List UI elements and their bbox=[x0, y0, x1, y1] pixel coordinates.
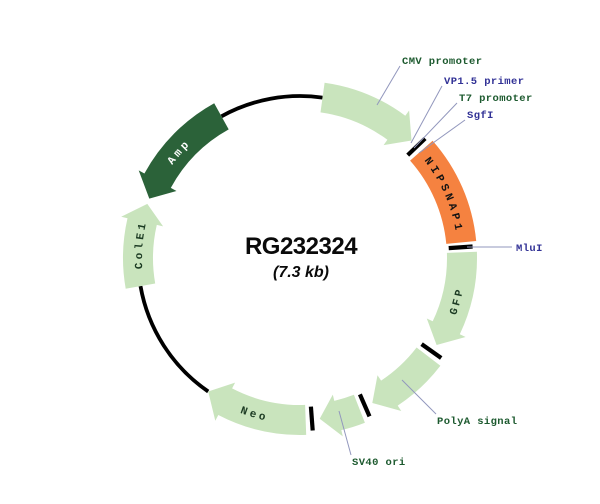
leader-line-t7-promoter bbox=[413, 102, 458, 149]
feature-arc-gfp bbox=[426, 251, 478, 345]
callout-label-polya-signal: PolyA signal bbox=[437, 416, 517, 428]
tick-site-after-gfp bbox=[420, 342, 443, 360]
callout-label-t7-promoter: T7 promoter bbox=[459, 93, 533, 105]
feature-arc-nipsnap1 bbox=[410, 140, 477, 244]
callout-label-sv40-ori: SV40 ori bbox=[352, 457, 406, 469]
plasmid-size-label: (7.3 kb) bbox=[273, 264, 329, 281]
callout-label-cmv-promoter: CMV promoter bbox=[402, 56, 482, 68]
feature-arc-polya-signal bbox=[372, 347, 441, 411]
feature-arc-cmv-promoter bbox=[320, 82, 412, 146]
feature-arcs bbox=[121, 82, 478, 437]
leader-line-sgfi bbox=[418, 119, 466, 154]
tick-sgfi-site bbox=[406, 136, 427, 157]
leader-line-cmv-promoter bbox=[376, 65, 401, 106]
feature-arc-amp bbox=[138, 103, 229, 199]
plasmid-title: RG232324 bbox=[245, 233, 358, 260]
backbone-top bbox=[220, 94, 323, 118]
feature-label-cole1: ColE1 bbox=[134, 220, 150, 270]
tick-site-after-polya bbox=[357, 393, 372, 418]
leader-line-sv40-ori bbox=[338, 410, 352, 456]
feature-arc-sv40-ori bbox=[319, 394, 365, 437]
backbone-bottom-left bbox=[138, 285, 210, 394]
feature-arc-neo bbox=[208, 382, 307, 436]
callout-label-sgfi: SgfI bbox=[467, 110, 494, 122]
callout-label-mlui: MluI bbox=[516, 243, 543, 255]
leader-line-vp15-primer bbox=[410, 85, 443, 144]
backbone-circle bbox=[138, 94, 323, 394]
callout-label-vp15-primer: VP1.5 primer bbox=[444, 76, 524, 88]
leader-line-polya-signal bbox=[401, 379, 437, 415]
tick-site-after-sv40 bbox=[308, 406, 315, 431]
callout-leader-lines bbox=[338, 65, 512, 456]
feature-arc-cole1 bbox=[121, 203, 164, 289]
